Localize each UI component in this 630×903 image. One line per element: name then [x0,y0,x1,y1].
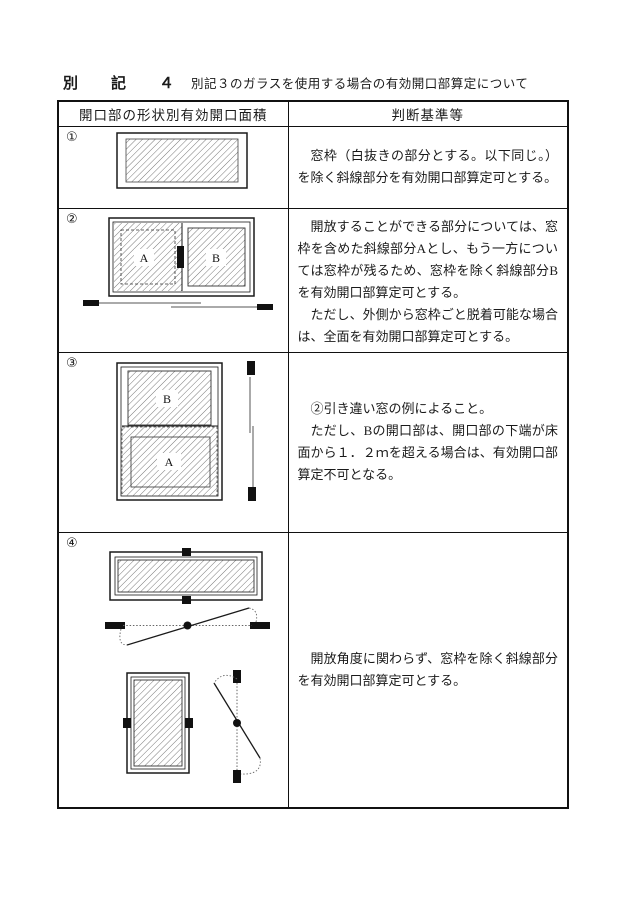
title-number: 別 記 ４ [63,76,184,92]
diagram-cell-2: ② A B [57,207,289,353]
table-row-3: ③ B A [57,351,569,533]
vertical-sliding-window-diagram: B A [116,360,256,501]
column-header-shape: 開口部の形状別有効開口面積 [57,100,289,127]
paragraph: ただし、Bの開口部は、開口部の下端が床面から１．２ｍを超える場合は、有効開口部算… [297,423,559,482]
vertical-swing-symbol [213,669,261,783]
paragraph: 開放角度に関わらず、窓枠を除く斜線部分を有効開口部算定可とする。 [297,650,559,688]
window-frame-inner [112,221,251,292]
criteria-text-2: 開放することができる部分については、窓枠を含めた斜線部分Aとし、もう一方について… [287,207,569,353]
diagram-cell-1: ① [57,125,289,209]
label-box-b [206,248,226,266]
criteria-text-1: 窓枠（白抜きの部分とする。以下同じ。）を除く斜線部分を有効開口部算定可とする。 [287,125,569,209]
header-row: 開口部の形状別有効開口面積 判断基準等 [57,100,569,127]
title-text: 別記３のガラスを使用する場合の有効開口部算定について [191,77,529,91]
paragraph: ただし、外側から窓枠ごと脱着可能な場合は、全面を有効開口部算定可とする。 [297,306,559,344]
panel-label-b: B [212,251,220,265]
panel-label-a: A [140,251,149,265]
glass-hatch [125,138,239,182]
paragraph: ②引き違い窓の例によること。 [310,401,493,416]
criteria-text-4: 開放角度に関わらず、窓枠を除く斜線部分を有効開口部算定可とする。 [287,531,569,809]
sash-a-outline [121,426,218,496]
criteria-table: 開口部の形状別有効開口面積 判断基準等 ① 窓枠（白抜きの部分とする。以下同じ。… [57,100,569,809]
fixed-window-diagram [116,131,248,189]
pivot-hinge-bottom [182,595,191,604]
diagram-cell-3: ③ B A [57,351,289,533]
sash-b-hatch [127,370,212,425]
table-row-4: ④ [57,531,569,809]
document-title: 別 記 ４ 別記３のガラスを使用する場合の有効開口部算定について [63,72,528,93]
horizontal-swing-symbol [105,606,270,646]
row-number-2: ② [66,211,78,227]
sliding-track [247,360,256,501]
sliding-track [83,299,273,310]
label-box-a [134,248,154,266]
sash-a-glass-outline [120,229,176,284]
diagram-cell-4: ④ [57,531,289,809]
row-number-4: ④ [66,535,78,551]
label-box-b [156,389,178,407]
pivot-axis-dot [183,621,192,629]
vertical-pivot-window [123,671,193,774]
pivot-hinge-left [123,717,131,728]
criteria-text-3: ②引き違い窓の例によること。 ただし、Bの開口部は、開口部の下端が床面から１．２… [287,351,569,533]
column-header-criteria: 判断基準等 [287,100,569,127]
pivot-axis-dot [233,718,241,727]
paragraph: 窓枠（白抜きの部分とする。以下同じ。）を除く斜線部分を有効開口部算定可とする。 [297,148,559,185]
panel-label-b: B [163,392,171,406]
handle [177,245,184,268]
sash-a-glass-outline [130,436,211,487]
pivot-hinge-top [182,547,191,556]
pivot-hinge-right [185,717,193,728]
pivot-window-diagrams [105,547,270,783]
horizontal-pivot-window [109,547,263,604]
panel-label-a: A [165,455,174,469]
table-row-2: ② A B [57,207,569,353]
paragraph: 開放することができる部分については、窓枠を含めた斜線部分Aとし、もう一方について… [297,218,559,300]
label-box-a [157,452,181,470]
table-row-1: ① 窓枠（白抜きの部分とする。以下同じ。）を除く斜線部分を有効開口部算定可とする… [57,125,569,209]
row-number-3: ③ [66,355,78,371]
sliding-window-diagram: A B [83,216,273,310]
row-number-1: ① [66,129,78,145]
